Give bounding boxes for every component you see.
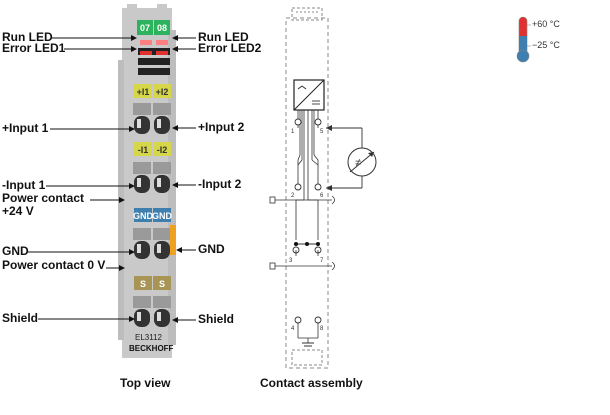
label-gnd-right: GND <box>198 242 225 256</box>
label-input2-plus: +Input 2 <box>198 120 245 134</box>
pin-4: 4 <box>291 326 295 332</box>
label-run-led-right: Run LED <box>198 30 249 44</box>
gnd-2-tag: GND <box>152 211 173 221</box>
pin-5: 5 <box>320 129 324 135</box>
label-shield-right: Shield <box>198 312 235 326</box>
minus-i2-tag: -I2 <box>157 145 168 155</box>
error-led-1 <box>140 40 152 45</box>
model-label: EL3112 <box>135 333 163 342</box>
thermometer-icon <box>516 16 531 63</box>
temp-min: −25 °C <box>532 40 560 50</box>
label-error-led1: Error LED1 <box>2 41 66 55</box>
label-input1-minus: -Input 1 <box>2 178 46 192</box>
label-error-led2: Error LED2 <box>198 41 262 55</box>
brand-label: BECKHOFF <box>129 344 174 353</box>
label-run-led-left: Run LED <box>2 30 53 44</box>
svg-text:≠: ≠ <box>355 157 361 169</box>
caption-contact-assembly: Contact assembly <box>260 376 363 390</box>
channel-2-label: 08 <box>157 23 167 33</box>
pin-1: 1 <box>291 129 295 135</box>
label-power-contact-24v-a: Power contact <box>2 191 85 205</box>
power-contact-marker <box>170 225 176 255</box>
pin-7: 7 <box>320 258 324 264</box>
plus-i1-tag: +I1 <box>137 87 150 97</box>
label-shield-left: Shield <box>2 311 39 325</box>
channel-1-label: 07 <box>140 23 150 33</box>
s-2-tag: S <box>159 279 165 289</box>
terminal-row-2 <box>133 162 171 193</box>
label-power-contact-0v: Power contact 0 V <box>2 258 106 272</box>
s-1-tag: S <box>140 279 146 289</box>
external-sensor: ≠ <box>326 125 377 191</box>
terminal-row-1 <box>133 103 171 134</box>
label-gnd-left: GND <box>2 244 29 258</box>
label-input2-minus: -Input 2 <box>198 177 242 191</box>
gnd-1-tag: GND <box>133 211 154 221</box>
terminal-row-4 <box>133 296 171 327</box>
left-arrowheads <box>119 35 137 322</box>
caption-top-view: Top view <box>120 376 171 390</box>
label-power-contact-24v-b: +24 V <box>2 204 34 218</box>
pin-3: 3 <box>289 258 293 264</box>
plus-i2-tag: +I2 <box>156 87 169 97</box>
right-arrowheads <box>172 35 182 323</box>
error-led-2 <box>156 40 168 45</box>
left-pointer-lines <box>28 37 132 320</box>
right-pointer-lines <box>176 37 196 321</box>
temp-max: +60 °C <box>532 19 560 29</box>
pin-2: 2 <box>291 193 295 199</box>
run-led-1 <box>137 20 153 35</box>
label-input1-plus: +Input 1 <box>2 121 49 135</box>
pin-6: 6 <box>320 193 324 199</box>
contact-assembly: 1 2 3 4 5 6 7 8 <box>269 7 335 369</box>
run-led-2 <box>154 20 170 35</box>
minus-i1-tag: -I1 <box>138 145 149 155</box>
pin-8: 8 <box>320 326 324 332</box>
terminal-row-3 <box>133 228 171 259</box>
